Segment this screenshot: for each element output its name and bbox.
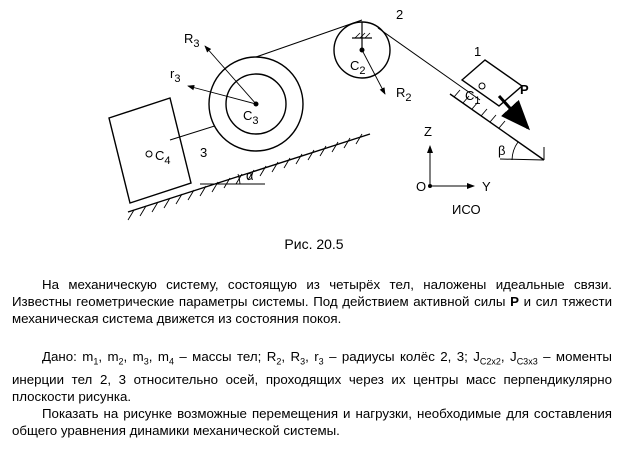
given-sub: 3	[143, 356, 149, 367]
given-text: , m	[98, 349, 119, 364]
body-4-block	[108, 97, 192, 204]
wheel-3	[187, 45, 304, 152]
given-text: , J	[500, 349, 517, 364]
paragraph-intro: На механическую систему, состоящую из че…	[12, 276, 612, 327]
paragraph-given: Дано: m1, m2, m3, m4 – массы тел; R2, R3…	[12, 348, 612, 405]
given-sub: 2	[118, 356, 124, 367]
label-C4: C4	[155, 148, 171, 167]
rope-3-2	[255, 19, 363, 58]
label-iso: ИСО	[452, 202, 481, 217]
given-text: , R	[281, 349, 301, 364]
given-text: , m	[123, 349, 144, 364]
given-sub: C3x3	[516, 356, 538, 367]
given-label: Дано: m	[42, 349, 94, 364]
body-1-block	[460, 59, 531, 131]
label-C1: C1	[465, 88, 481, 107]
label-R2: R2	[396, 85, 412, 104]
given-text: – массы тел; R	[173, 349, 277, 364]
intro-force-symbol: P	[510, 294, 519, 309]
figure-caption: Рис. 20.5	[284, 236, 344, 252]
paragraph-task: Показать на рисунке возможные перемещени…	[12, 406, 612, 438]
rope-2-1	[377, 27, 481, 101]
wheel-2	[333, 21, 391, 95]
given-sub: 4	[168, 356, 174, 367]
given-text: – моменты инерции тел 2, 3 относительно …	[12, 349, 612, 404]
label-body-1: 1	[474, 44, 481, 59]
given-sub: 3	[318, 356, 324, 367]
given-text: , r	[305, 349, 319, 364]
label-force-P: P	[520, 82, 529, 97]
label-R3: R3	[184, 31, 200, 50]
intro-text-a: На механическую систему, состоящую из че…	[12, 277, 612, 309]
label-C3: C3	[243, 108, 259, 127]
given-sub: C2x2	[479, 356, 501, 367]
given-text: – радиусы колёс 2, 3; J	[323, 349, 480, 364]
mechanism-figure: R3 r3 C3 3 C4 α 2 C2 R2 1 C1 P β Z O Y И…	[108, 7, 545, 221]
given-sub: 2	[276, 356, 282, 367]
label-r3: r3	[170, 66, 180, 85]
given-sub: 1	[93, 356, 99, 367]
label-body-2: 2	[396, 7, 403, 22]
coordinate-axes	[427, 145, 475, 189]
label-axis-Z: Z	[424, 124, 432, 139]
label-alpha: α	[246, 168, 254, 183]
label-body-3: 3	[200, 145, 207, 160]
intro-text-b: и сил тяжести механическая система движе…	[12, 294, 612, 326]
incline-left	[127, 133, 371, 221]
given-sub: 3	[300, 356, 306, 367]
given-text: , m	[148, 349, 169, 364]
label-axis-Y: Y	[482, 179, 491, 194]
label-C2: C2	[350, 58, 366, 77]
label-origin-O: O	[416, 179, 426, 194]
label-beta: β	[498, 143, 505, 158]
